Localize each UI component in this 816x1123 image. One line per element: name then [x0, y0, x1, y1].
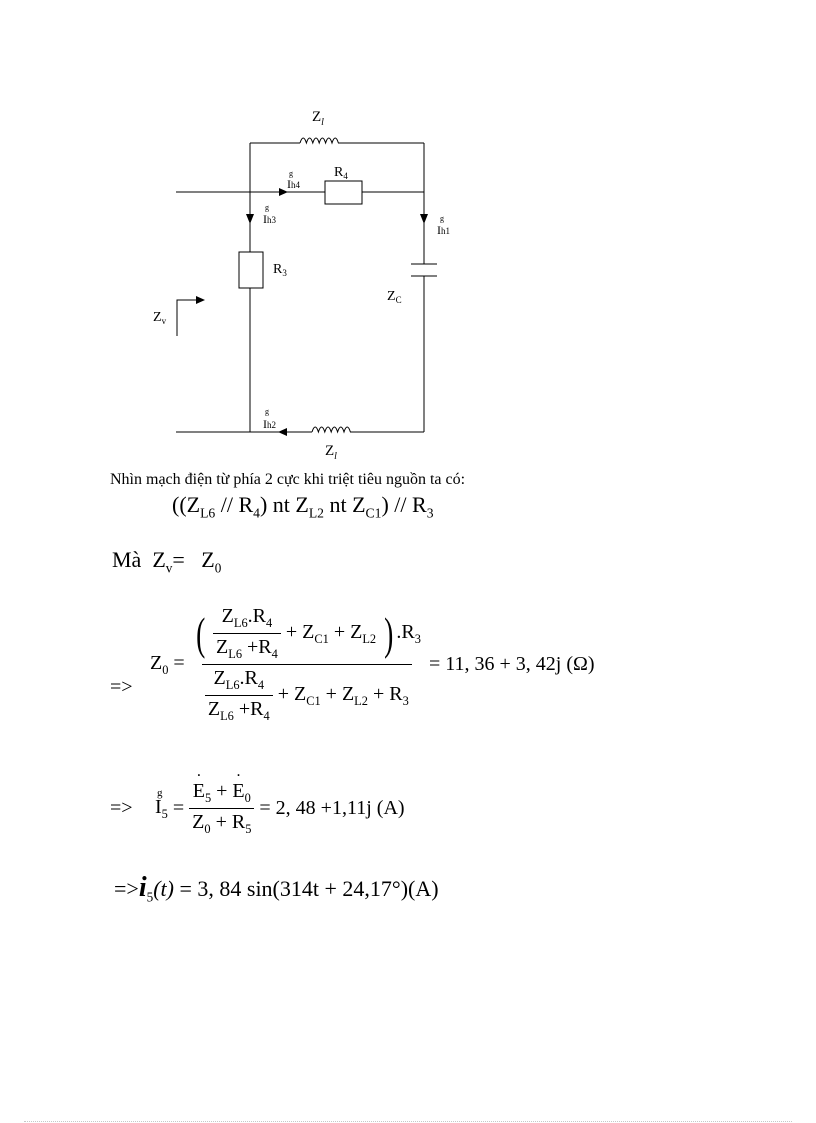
- arrow-ih4-icon: [279, 188, 288, 196]
- i5t-equation: =>i5(t) = 3, 84 sin(314t + 24,17°)(A): [114, 872, 439, 905]
- circuit-diagram: Zl R4 Ih4 g Ih3 g Ih1 g R3 ZC Zv Ih2 g Z…: [153, 109, 450, 462]
- label-ih2: Ih2: [263, 417, 276, 431]
- i5-equation: gI5 = E5 + E0 Z0 + R5 = 2, 48 +1,11j (A): [155, 780, 405, 837]
- equivalent-expression: ((ZL6 // R4) nt ZL2 nt ZC1) // R3: [172, 492, 434, 521]
- implies-i5: =>: [110, 797, 133, 819]
- bottom-inductor: [311, 426, 351, 434]
- arrow-zv-icon: [196, 296, 205, 304]
- intro-text: Nhìn mạch điện từ phía 2 cực khi triệt t…: [110, 471, 466, 488]
- zv-bracket: [176, 299, 200, 336]
- resistor-r4: [324, 180, 363, 205]
- label-zv: Zv: [153, 310, 167, 326]
- capacitor-zc: [411, 263, 437, 277]
- svg-text:g: g: [440, 214, 444, 223]
- resistor-r3: [238, 251, 264, 289]
- label-r3: R3: [273, 262, 287, 278]
- svg-text:g: g: [289, 169, 293, 178]
- arrow-ih3-icon: [246, 214, 254, 224]
- label-top-inductor: Zl: [312, 109, 324, 128]
- zv-equals-z0: Mà Zv= Z0: [112, 547, 222, 576]
- page-bottom-border: [24, 1121, 792, 1122]
- top-inductor: [299, 137, 339, 145]
- label-ih3: Ih3: [263, 212, 277, 226]
- arrow-ih2-icon: [278, 428, 287, 436]
- svg-text:g: g: [265, 203, 269, 212]
- label-bottom-inductor: Zl: [325, 443, 337, 462]
- label-zc: ZC: [387, 289, 402, 305]
- svg-text:g: g: [265, 407, 269, 416]
- implies-z0: =>: [110, 676, 133, 698]
- label-ih4: Ih4: [287, 177, 301, 191]
- label-r4: R4: [334, 165, 348, 181]
- arrow-ih1-icon: [420, 214, 428, 224]
- label-ih1: Ih1: [437, 223, 450, 237]
